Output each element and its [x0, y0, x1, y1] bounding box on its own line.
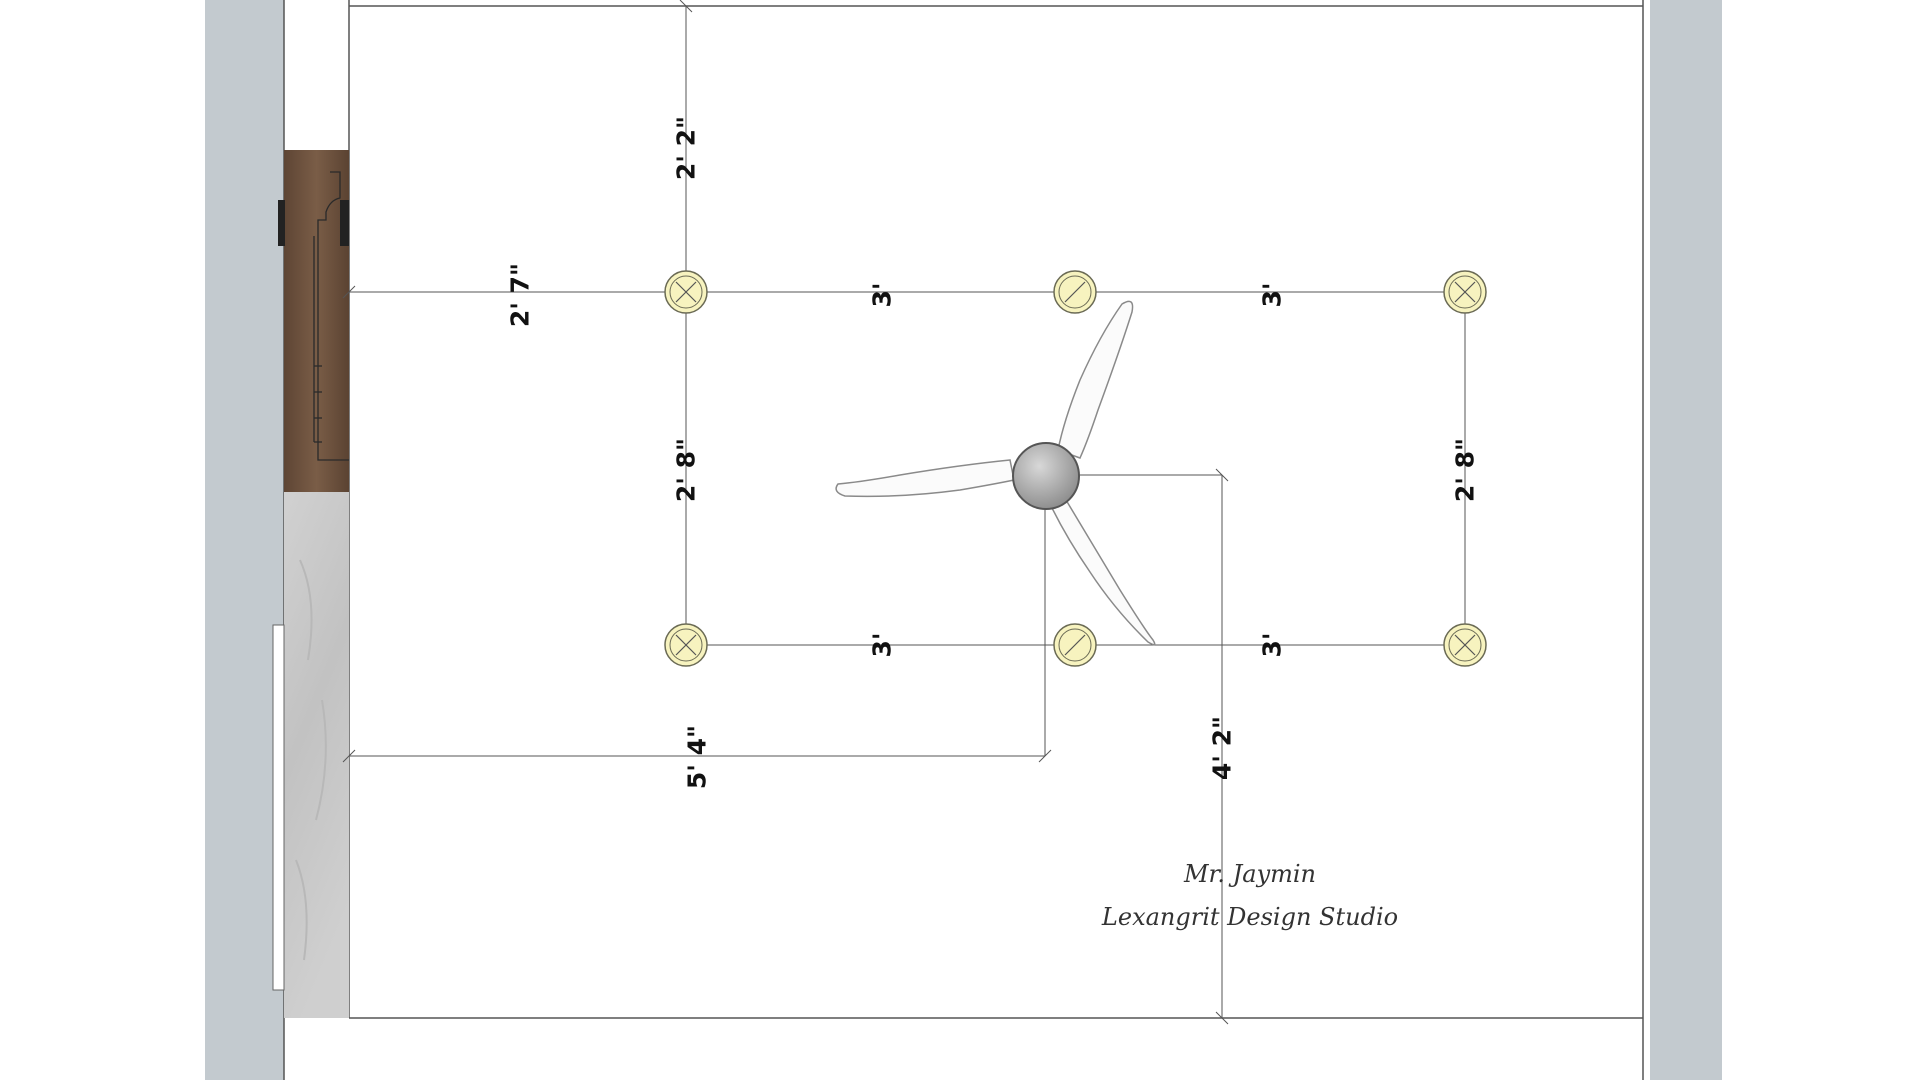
light-top-middle [1053, 270, 1097, 314]
dim-fan-to-bottom: 4' 2" [1208, 716, 1237, 780]
room-outline [283, 0, 1644, 1080]
dim-bottom-span-1: 3' [868, 632, 897, 657]
dim-top-offset: 2' 2" [672, 116, 701, 180]
dim-right-column-gap: 2' 8" [1451, 438, 1480, 502]
light-bottom-left [664, 623, 708, 667]
right-side-panel [1650, 0, 1722, 1080]
dim-fan-from-wall: 5' 4" [683, 725, 712, 789]
signature-studio: Lexangrit Design Studio [1101, 903, 1398, 931]
light-bottom-middle [1053, 623, 1097, 667]
dim-left-column-gap: 2' 8" [672, 438, 701, 502]
recessed-lights [664, 270, 1487, 667]
light-top-right [1443, 270, 1487, 314]
dimension-lines [342, 0, 1466, 1025]
left-side-panel [205, 0, 284, 1080]
signature-name: Mr. Jaymin [1183, 860, 1316, 888]
wardrobe [278, 150, 349, 492]
dim-top-span-1: 3' [868, 282, 897, 307]
dim-top-span-2: 3' [1258, 282, 1287, 307]
light-top-left [664, 270, 708, 314]
ceiling-fan-icon [835, 300, 1156, 646]
light-bottom-right [1443, 623, 1487, 667]
dim-bottom-span-2: 3' [1258, 632, 1287, 657]
stone-wall [272, 492, 349, 1018]
dim-left-offset: 2' 7" [506, 263, 535, 327]
